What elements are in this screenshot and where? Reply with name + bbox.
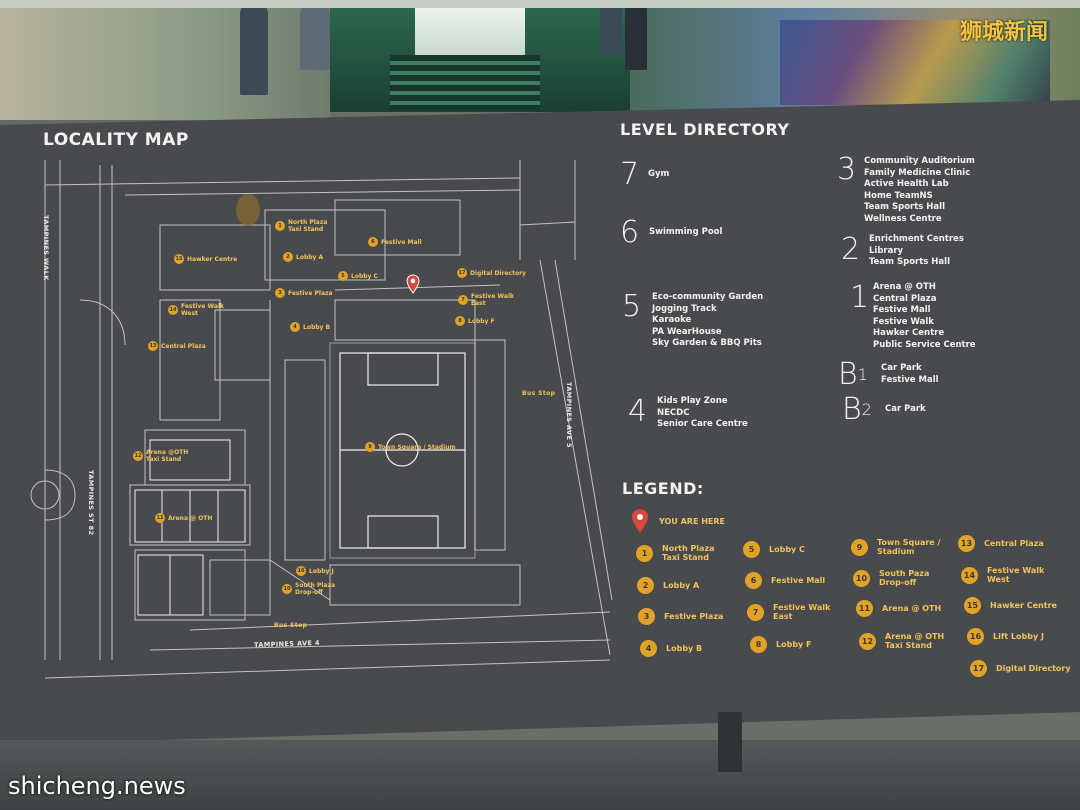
person bbox=[625, 0, 647, 70]
level-7-list: Gym bbox=[648, 169, 670, 179]
legend-title: LEGEND: bbox=[622, 479, 704, 498]
level-b2-list: Car Park bbox=[885, 404, 926, 414]
locality-map-title: LOCALITY MAP bbox=[43, 130, 189, 150]
street-tampines-st82: TAMPINES ST 82 bbox=[87, 470, 95, 536]
sign-frame bbox=[0, 740, 1080, 810]
level-4-number: 4 bbox=[628, 394, 648, 429]
mall-interior-left bbox=[0, 0, 330, 120]
level-b1-number: B1 bbox=[838, 357, 868, 392]
you-are-here-map-pin bbox=[406, 274, 420, 294]
watermark-chinese: 狮城新闻 bbox=[960, 20, 1049, 45]
level-5-number: 5 bbox=[622, 289, 642, 324]
arena-courts bbox=[134, 439, 246, 616]
sign-panel bbox=[0, 100, 1080, 745]
sign-post bbox=[718, 712, 742, 772]
level-7-number: 7 bbox=[620, 157, 640, 192]
level-6-number: 6 bbox=[620, 215, 640, 250]
you-are-here-label: YOU ARE HERE bbox=[659, 517, 725, 526]
street-tampines-walk: TAMPINES WALK bbox=[42, 215, 50, 281]
watermark-site: shicheng.news bbox=[8, 772, 186, 800]
level-2-number: 2 bbox=[841, 232, 861, 267]
escalator bbox=[330, 0, 630, 112]
mural bbox=[780, 20, 1050, 105]
person bbox=[300, 0, 330, 70]
glass-railing bbox=[0, 0, 1080, 8]
bus-stop-east: Bus Stop bbox=[522, 390, 556, 397]
level-1-number: 1 bbox=[850, 280, 870, 315]
stadium-pitch bbox=[329, 342, 476, 559]
level-b2-number: B2 bbox=[842, 392, 872, 427]
street-tampines-ave5: TAMPINES AVE 5 bbox=[565, 382, 573, 448]
bus-stop-south: Bus Stop bbox=[274, 622, 308, 629]
person bbox=[240, 0, 268, 95]
you-are-here-legend-pin bbox=[632, 509, 648, 533]
level-6-list: Swimming Pool bbox=[649, 227, 723, 237]
level-directory-title: LEVEL DIRECTORY bbox=[620, 120, 790, 139]
person bbox=[600, 0, 622, 55]
level-3-number: 3 bbox=[837, 152, 857, 187]
